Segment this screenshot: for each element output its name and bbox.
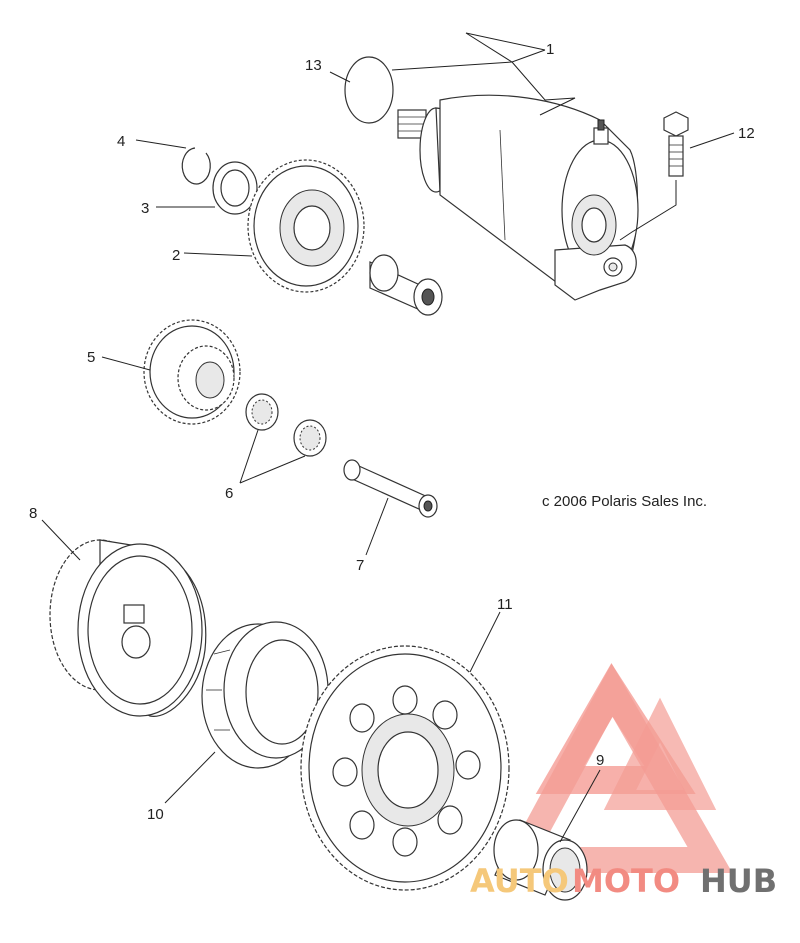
callout-11: 11 (497, 596, 513, 613)
callout-4: 4 (117, 133, 125, 150)
callout-8: 8 (29, 505, 37, 522)
sprag-clutch (201, 621, 329, 769)
leader-lines (41, 32, 735, 843)
idler-bushing (369, 254, 443, 316)
callout-3: 3 (141, 200, 149, 217)
watermark-hub: HUB (700, 862, 777, 900)
callout-10: 10 (147, 806, 164, 823)
callout-5: 5 (87, 349, 95, 366)
flywheel-housing (49, 539, 207, 717)
watermark-logo (498, 663, 733, 873)
bushing (493, 819, 588, 901)
callout-2: 2 (172, 247, 180, 264)
callout-6: 6 (225, 485, 233, 502)
compound-gear (143, 319, 241, 425)
callout-1: 1 (546, 41, 554, 58)
callout-12: 12 (738, 125, 755, 142)
snap-ring (181, 147, 211, 185)
callout-labels: 1 2 3 4 5 6 7 8 9 10 11 12 13 (29, 41, 755, 823)
mounting-bolt (663, 111, 689, 177)
watermark-text: AUTO MOTO HUB (470, 862, 777, 900)
starter-motor (397, 94, 639, 301)
needle-bearing-b (293, 419, 327, 457)
gear-shaft (343, 459, 438, 518)
o-ring (344, 56, 394, 124)
callout-7: 7 (356, 557, 364, 574)
copyright-text: c 2006 Polaris Sales Inc. (542, 493, 707, 510)
needle-bearing-a (245, 393, 279, 431)
watermark-moto: MOTO (572, 862, 680, 900)
starter-driven-gear (300, 645, 510, 891)
thrust-washer (212, 161, 258, 215)
callout-13: 13 (305, 57, 322, 74)
watermark-auto: AUTO (470, 862, 569, 900)
idler-gear (247, 159, 365, 293)
callout-9: 9 (596, 752, 604, 769)
